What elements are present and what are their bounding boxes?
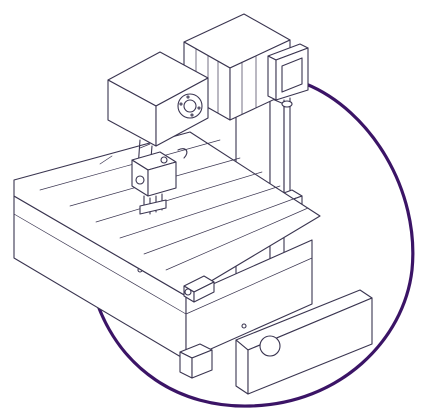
gripper-arm bbox=[131, 139, 188, 215]
lower-frame bbox=[179, 289, 373, 395]
head-housing bbox=[107, 51, 209, 147]
control-panel bbox=[267, 43, 309, 201]
screen-icon bbox=[281, 57, 303, 93]
accent-circle bbox=[94, 82, 415, 408]
roller-end bbox=[259, 335, 281, 357]
belt-item bbox=[183, 275, 215, 303]
